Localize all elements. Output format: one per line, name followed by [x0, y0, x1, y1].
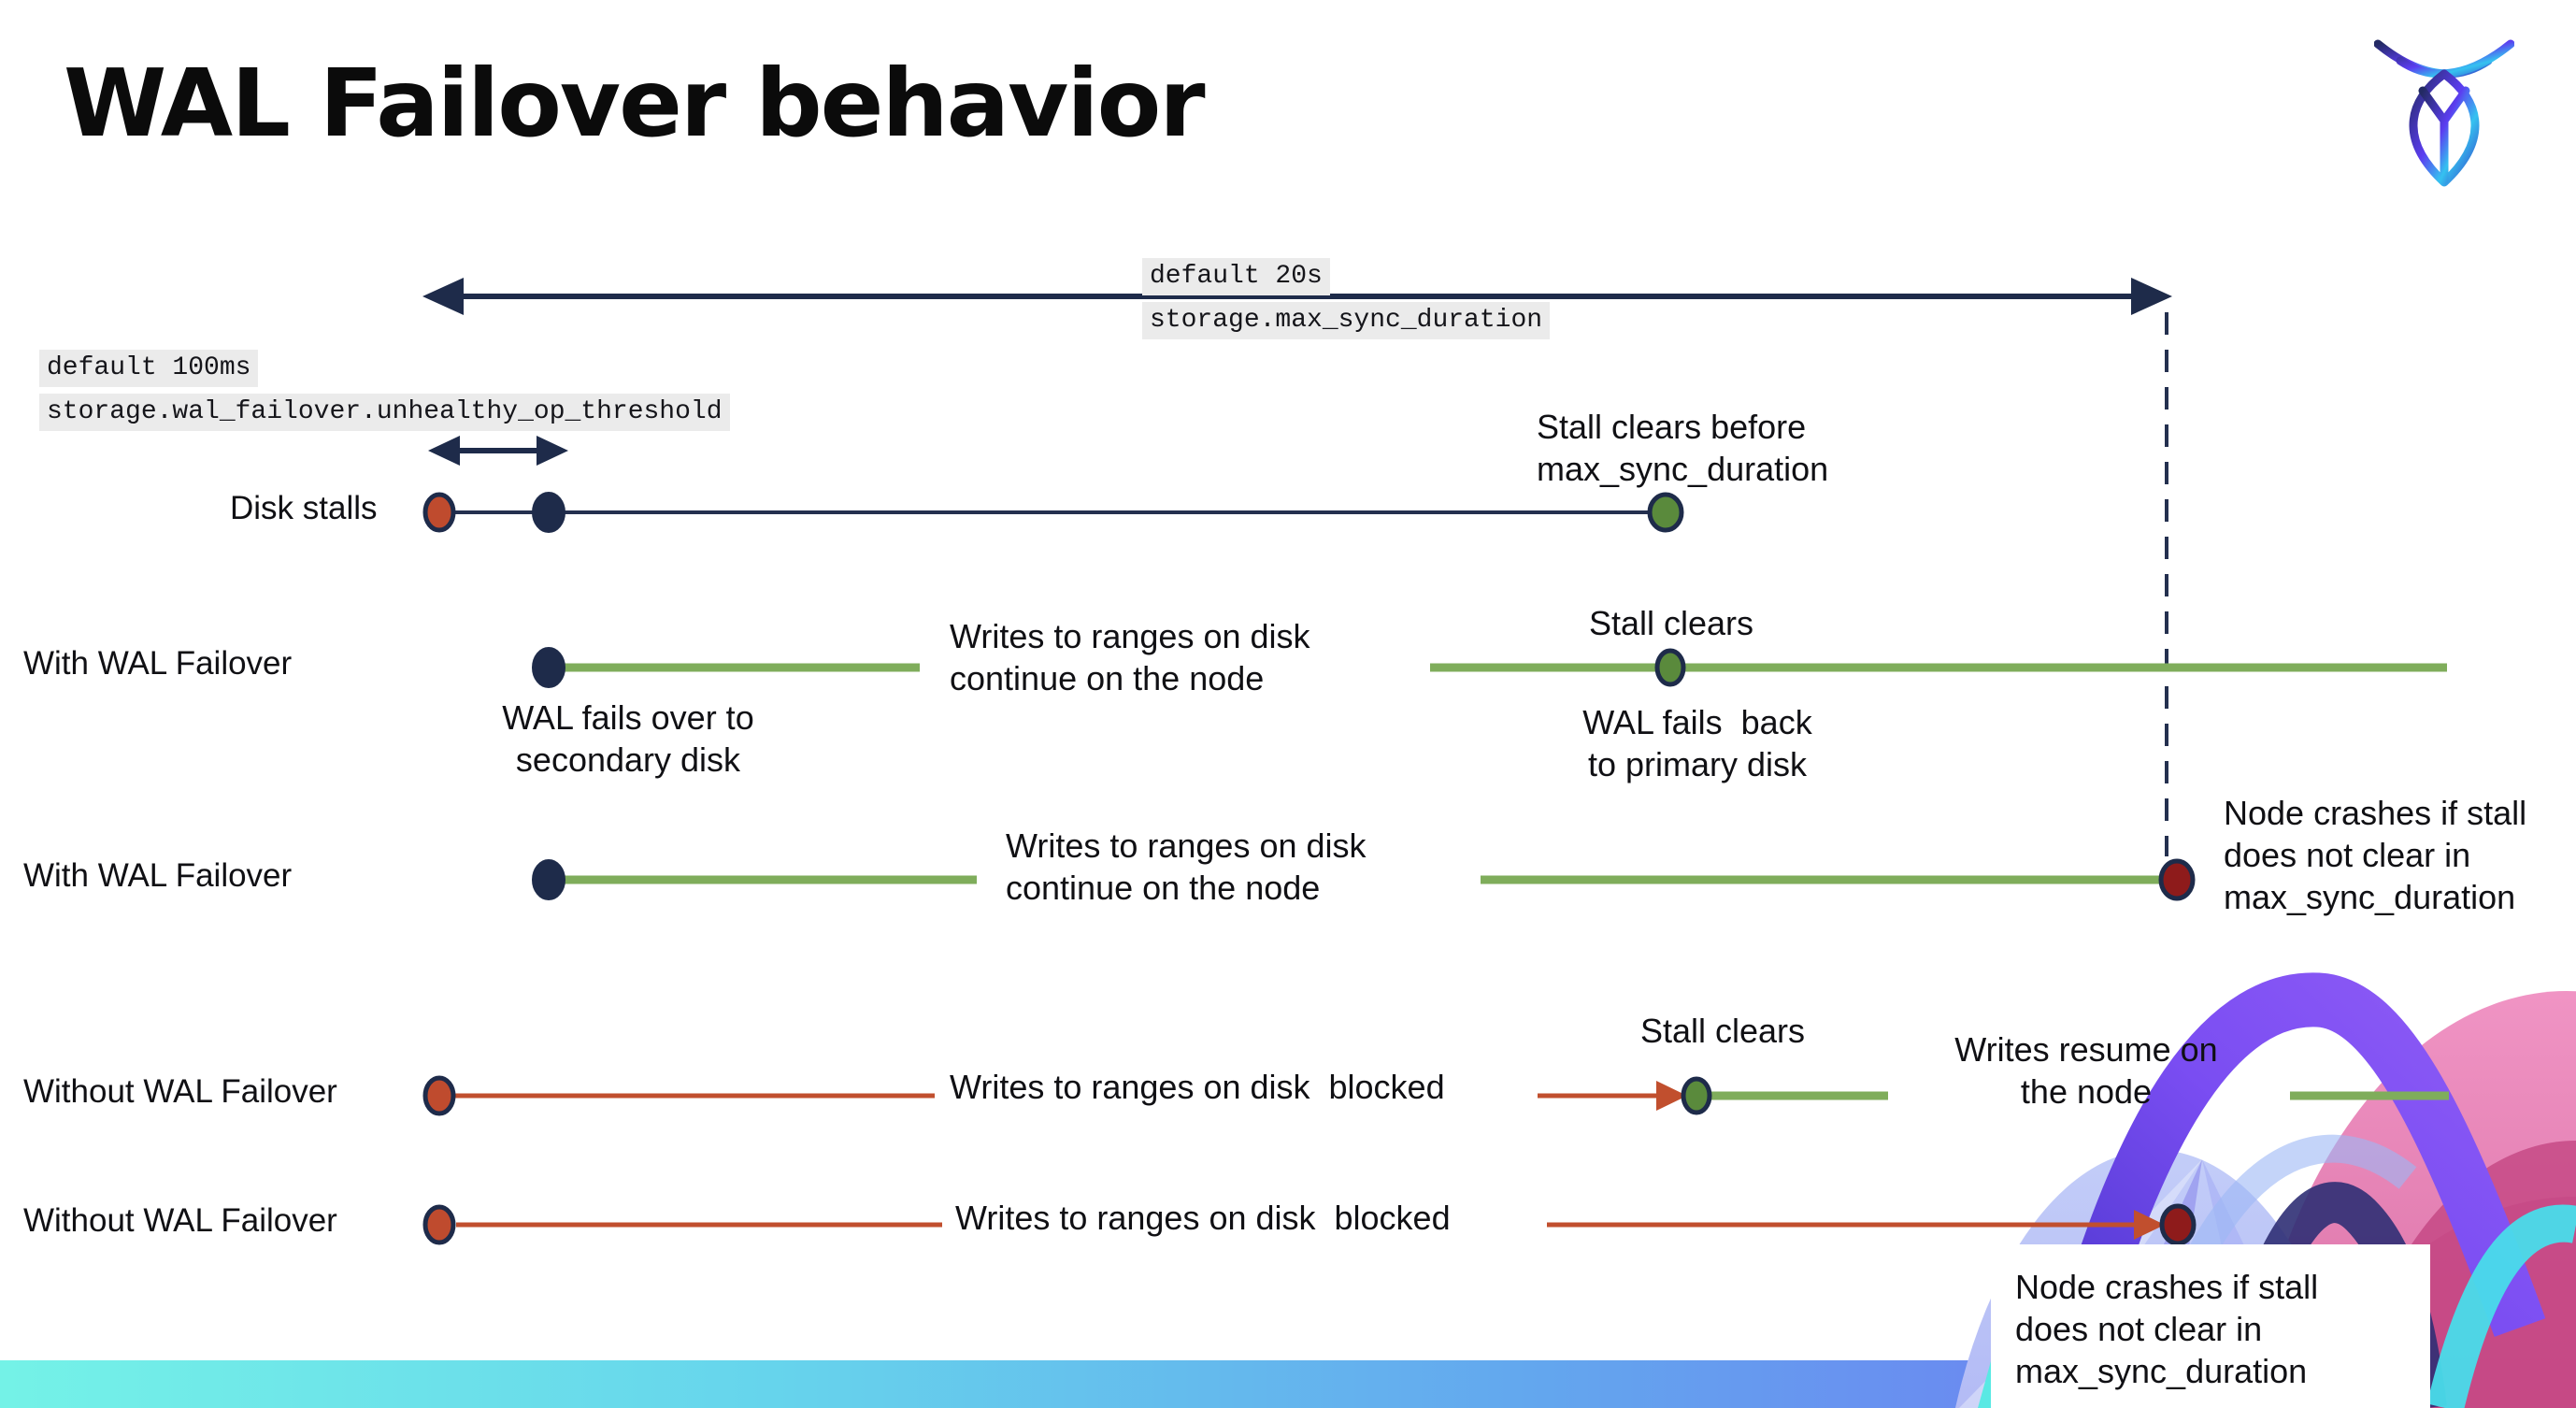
max-sync-setting-name: storage.max_sync_duration [1142, 302, 1551, 339]
row5-label: Without WAL Failover [23, 1202, 337, 1239]
row1-label: Disk stalls [230, 490, 378, 526]
row4-writes-note: Writes to ranges on disk blocked [950, 1068, 1445, 1106]
cockroach-logo-icon [2374, 39, 2514, 187]
art-cyan-arc [2426, 1204, 2576, 1408]
row2-stall-clears-dot [1654, 648, 1686, 687]
row3-crash-note: Node crashes if stall does not clear in … [2224, 794, 2527, 916]
row1-stall-clears-dot [1647, 492, 1684, 533]
unhealthy-op-default-label: default 100ms [39, 350, 259, 387]
arrowhead-right-icon [1656, 1081, 1687, 1111]
unhealthy-op-setting-name: storage.wal_failover.unhealthy_op_thresh… [39, 394, 730, 431]
row2-stall-clears-note: Stall clears [1588, 604, 1754, 642]
arrowhead-right-icon [2131, 278, 2172, 315]
row3-crash-dot [2158, 858, 2196, 901]
arrowhead-left-icon [428, 436, 460, 466]
unhealthy-op-annotation: default 100ms storage.wal_failover.unhea… [39, 350, 730, 438]
row2-failback-note: WAL fails back to primary disk [1582, 703, 1812, 783]
art-purple-arch [2035, 972, 2546, 1408]
row2-writes-note: Writes to ranges on disk continue on the… [950, 617, 1310, 697]
row2-failover-dot [532, 647, 565, 688]
row4-stall-clears-note: Stall clears [1639, 1012, 1806, 1050]
row4-label: Without WAL Failover [23, 1073, 337, 1110]
row2-failover-note: WAL fails over to secondary disk [502, 698, 754, 779]
row3-label: With WAL Failover [23, 857, 293, 894]
arrowhead-left-icon [422, 278, 464, 315]
arrowhead-right-icon [537, 436, 568, 466]
row5-crash-dot [2159, 1203, 2197, 1246]
logo-stem [2418, 86, 2470, 185]
max-sync-default-label: default 20s [1142, 258, 1330, 295]
row3-failover-dot [532, 859, 565, 900]
max-sync-annotation: default 20s storage.max_sync_duration [1142, 258, 1551, 346]
row2-label: With WAL Failover [23, 645, 293, 682]
arrowhead-right-icon [2134, 1210, 2165, 1240]
row4-resume-note: Writes resume on the node [1954, 1030, 2218, 1111]
crash-note-box [1991, 1244, 2430, 1408]
row5-stall-start-dot [422, 1204, 456, 1245]
row1-threshold-dot [532, 492, 565, 533]
row5-crash-note: Node crashes if stall does not clear in … [2015, 1268, 2319, 1390]
row4-stall-start-dot [422, 1075, 456, 1116]
row3-writes-note: Writes to ranges on disk continue on the… [1006, 826, 1367, 907]
row5-writes-note: Writes to ranges on disk blocked [955, 1199, 1451, 1237]
page-title: WAL Failover behavior [64, 49, 1206, 158]
row1-stall-clears-note: Stall clears before max_sync_duration [1537, 408, 1829, 488]
row4-stall-clears-dot [1681, 1076, 1712, 1115]
logo-antenna-right [2396, 39, 2514, 79]
row1-stall-start-dot [422, 492, 456, 533]
